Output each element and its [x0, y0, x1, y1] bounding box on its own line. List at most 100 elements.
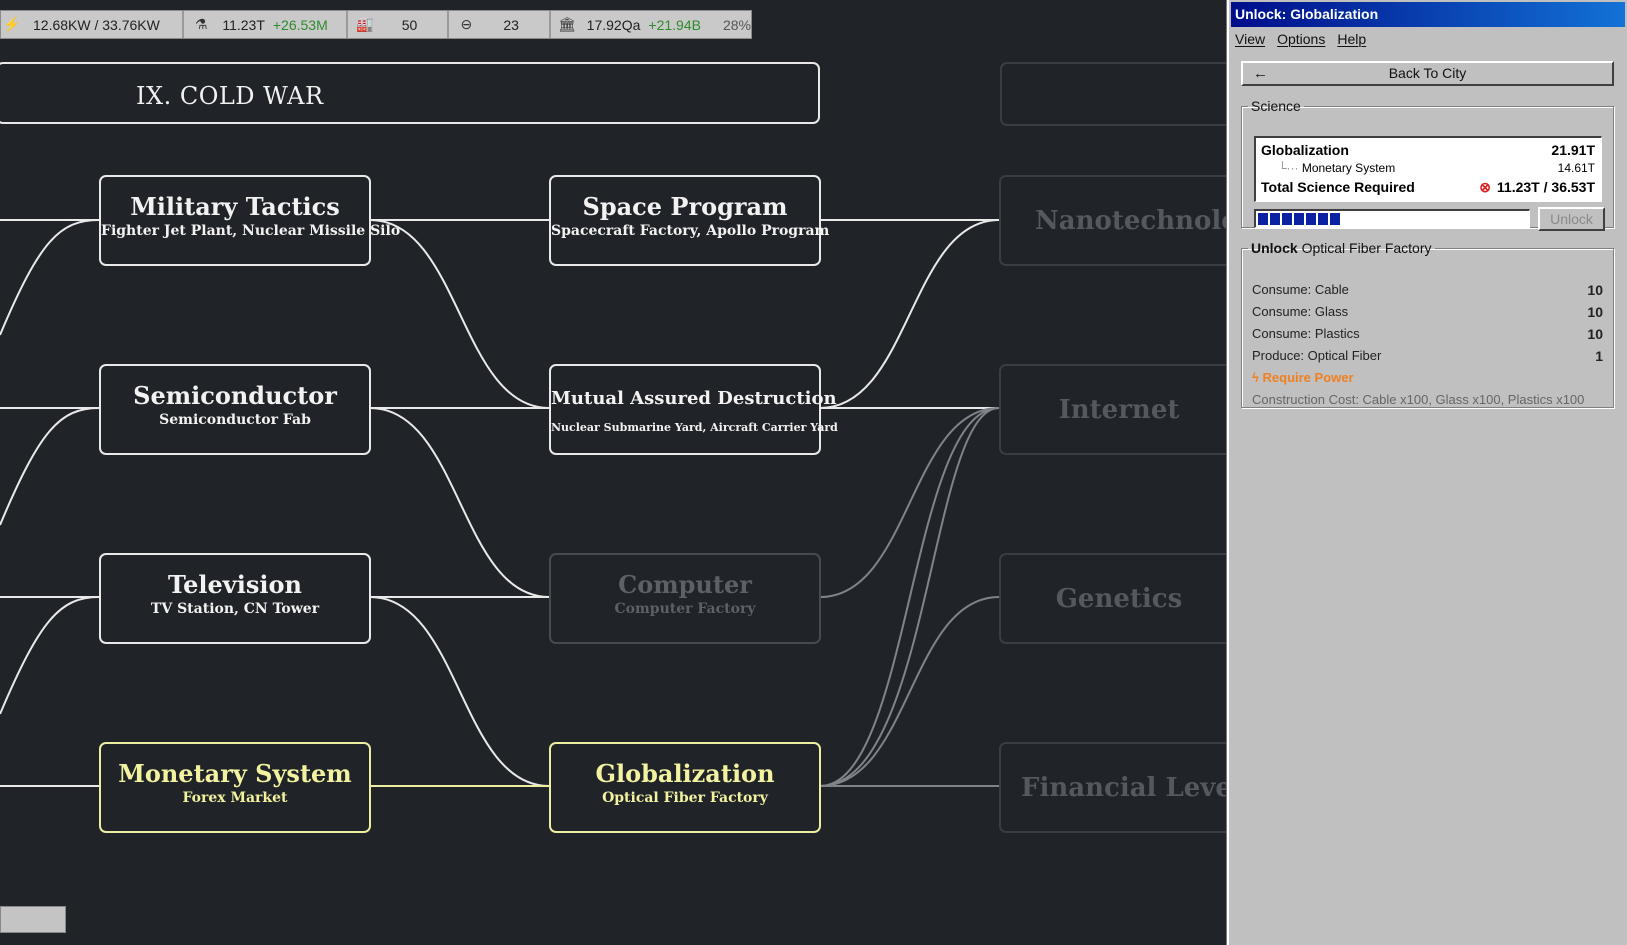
total-label: Total Science Required: [1261, 179, 1415, 195]
tech-buildings: Forex Market: [182, 790, 288, 806]
horizontal-scroll-handle[interactable]: [0, 906, 66, 933]
menu-bar: View Options Help: [1229, 27, 1627, 53]
tech-node-semiconductor[interactable]: Semiconductor Semiconductor Fab: [99, 364, 371, 455]
lightning-icon: ⚡: [3, 16, 21, 32]
tech-buildings: Optical Fiber Factory: [602, 790, 768, 806]
tech-buildings: Computer Factory: [614, 601, 756, 617]
menu-view[interactable]: View: [1235, 31, 1266, 47]
tech-node-financial-leverage[interactable]: Financial Leverage: [999, 742, 1239, 833]
science-cost-list: Globalization 21.91T └··· Monetary Syste…: [1254, 136, 1602, 202]
tech-title: Semiconductor: [133, 381, 337, 410]
tech-node-mutual-assured-destruction[interactable]: Mutual Assured Destruction Nuclear Subma…: [549, 364, 838, 455]
tech-cost: 21.91T: [1551, 142, 1595, 158]
construction-cost: Construction Cost: Cable x100, Glass x10…: [1252, 392, 1585, 407]
unlock-window: Unlock: Globalization View Options Help …: [1227, 0, 1627, 945]
tech-tree-links: [0, 219, 1000, 787]
tech-node-globalization[interactable]: Globalization Optical Fiber Factory: [549, 742, 821, 833]
tech-buildings: TV Station, CN Tower: [150, 601, 320, 617]
link: [819, 407, 1000, 598]
tech-title: Television: [168, 570, 302, 599]
window-title: Unlock: Globalization: [1231, 2, 1625, 27]
prereq-name: └··· Monetary System: [1278, 161, 1396, 175]
tech-title: Nanotechnology: [1035, 206, 1239, 236]
require-power-row: ϟ Require Power: [1252, 370, 1354, 385]
science-row-prereq: └··· Monetary System 14.61T: [1278, 161, 1595, 175]
flask-icon: ⚗: [195, 16, 208, 32]
science-legend: Science: [1251, 98, 1301, 114]
tech-node-genetics[interactable]: Genetics: [999, 553, 1239, 644]
menu-options[interactable]: Options: [1277, 31, 1326, 47]
total-value-wrap: ⊗ 11.23T / 36.53T: [1479, 179, 1595, 196]
tech-node-monetary-system[interactable]: Monetary System Forex Market: [99, 742, 371, 833]
tech-node-nanotechnology[interactable]: Nanotechnology: [999, 175, 1239, 266]
link: [0, 219, 100, 336]
money-percent: 28%: [722, 16, 751, 33]
tech-title: Computer: [618, 570, 752, 599]
tech-node-space-program[interactable]: Space Program Spacecraft Factory, Apollo…: [549, 175, 830, 266]
tech-buildings: Spacecraft Factory, Apollo Program: [551, 223, 830, 239]
money-value: 17.92Qa: [586, 16, 641, 33]
total-value: 11.23T / 36.53T: [1496, 179, 1595, 195]
minus-circle-icon: ⊖: [460, 16, 473, 32]
science-value: 11.23T: [222, 16, 265, 33]
tech-title: Monetary System: [118, 759, 352, 788]
link: [819, 219, 1000, 409]
era-title: IX. COLD WAR: [136, 82, 324, 110]
tech-title: Globalization: [595, 759, 775, 788]
science-progress-bar: [1254, 209, 1530, 228]
pollution-resource[interactable]: 🏭 50: [348, 11, 450, 38]
science-rate: +26.53M: [272, 16, 328, 33]
back-button-label: Back To City: [1388, 65, 1467, 81]
require-power-label: Require Power: [1262, 370, 1354, 385]
science-group: Science Globalization 21.91T └··· Moneta…: [1241, 98, 1614, 231]
tech-buildings: Semiconductor Fab: [159, 412, 311, 428]
progress-fill: [1258, 213, 1342, 225]
resource-bar: ⚡ 12.68KW / 33.76KW ⚗ 11.23T +26.53M 🏭 5…: [0, 10, 752, 39]
science-row-total: Total Science Required ⊗ 11.23T / 36.53T: [1261, 179, 1595, 196]
tech-buildings: Fighter Jet Plant, Nuclear Missile Silo: [101, 223, 401, 239]
menu-help[interactable]: Help: [1337, 31, 1367, 47]
unhappiness-value: 23: [503, 16, 519, 33]
lightning-icon: ϟ: [1252, 370, 1259, 385]
next-era-header: [1000, 62, 1240, 126]
tech-title: Internet: [1058, 395, 1180, 425]
power-value: 12.68KW / 33.76KW: [33, 16, 160, 33]
unhappiness-resource[interactable]: ⊖ 23: [449, 11, 551, 38]
era-header: IX. COLD WAR: [0, 62, 820, 124]
link: [369, 219, 550, 409]
tech-node-military-tactics[interactable]: Military Tactics Fighter Jet Plant, Nucl…: [99, 175, 401, 266]
link: [369, 407, 550, 598]
link: [819, 596, 1000, 787]
factory-icon: 🏭: [356, 16, 374, 32]
unlock-button[interactable]: Unlock: [1538, 207, 1605, 231]
link: [0, 596, 100, 715]
tech-node-television[interactable]: Television TV Station, CN Tower: [99, 553, 371, 644]
arrow-left-icon: ←: [1253, 65, 1268, 82]
power-resource[interactable]: ⚡ 12.68KW / 33.76KW: [1, 11, 185, 38]
money-rate: +21.94B: [648, 16, 701, 33]
tech-buildings: Nuclear Submarine Yard, Aircraft Carrier…: [551, 421, 838, 434]
pollution-value: 50: [401, 16, 418, 33]
prereq-cost: 14.61T: [1557, 161, 1595, 175]
link: [819, 407, 1000, 787]
tech-name: Globalization: [1261, 142, 1349, 158]
back-to-city-button[interactable]: ← Back To City: [1241, 61, 1614, 86]
link: [369, 596, 550, 787]
science-resource[interactable]: ⚗ 11.23T +26.53M: [184, 11, 348, 38]
unlock-building-group: Unlock Optical Fiber Factory Consume: Ca…: [1241, 240, 1614, 408]
link: [0, 407, 100, 526]
link: [819, 407, 1000, 787]
money-resource[interactable]: 🏛 17.92Qa +21.94B 28%: [551, 11, 751, 38]
tech-title: Military Tactics: [130, 192, 340, 221]
tech-title: Space Program: [582, 192, 788, 221]
tech-node-internet[interactable]: Internet: [999, 364, 1239, 455]
error-circle-icon: ⊗: [1479, 179, 1491, 195]
tech-node-computer[interactable]: Computer Computer Factory: [549, 553, 821, 644]
science-row-tech: Globalization 21.91T: [1261, 142, 1595, 158]
tech-title: Mutual Assured Destruction: [551, 388, 837, 409]
tech-title: Genetics: [1055, 584, 1183, 614]
